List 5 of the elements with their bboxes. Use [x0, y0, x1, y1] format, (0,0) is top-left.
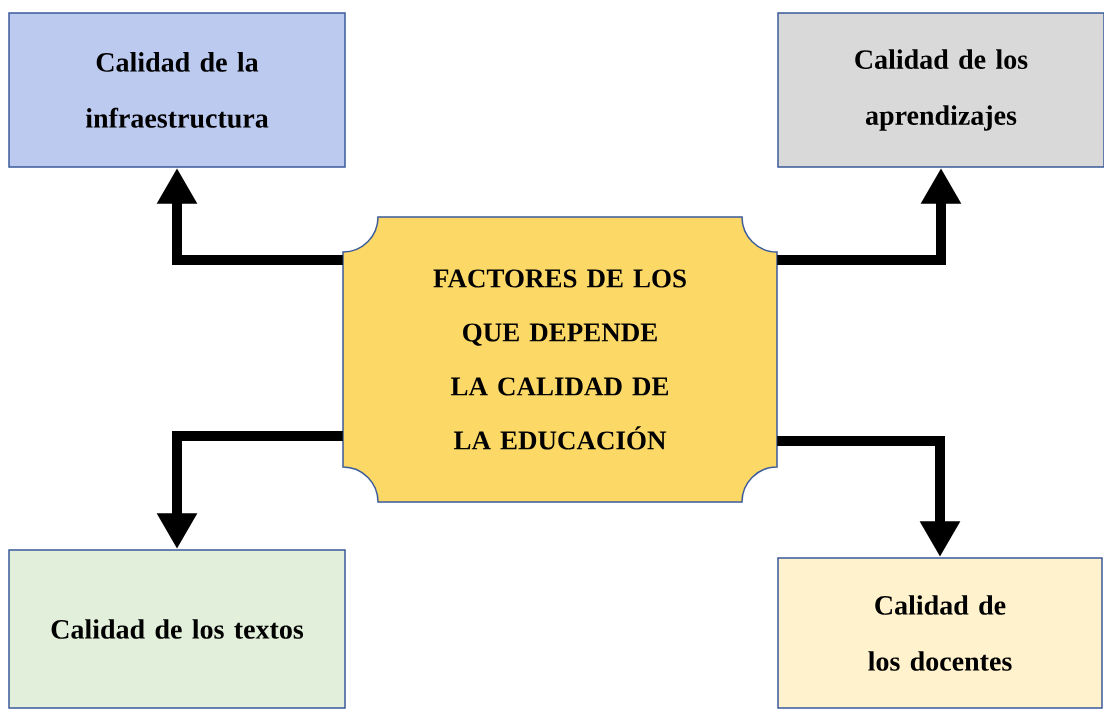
factor-box: Calidad de los aprendizajes — [777, 12, 1104, 168]
factor-box: Calidad de los textos — [8, 549, 346, 709]
factor-box: Calidad de la infraestructura — [8, 12, 346, 168]
central-box: FACTORES DE LOS QUE DEPENDE LA CALIDAD DE LA EDUCACIÓN — [342, 216, 778, 503]
factor-box: Calidad de los docentes — [777, 557, 1103, 709]
